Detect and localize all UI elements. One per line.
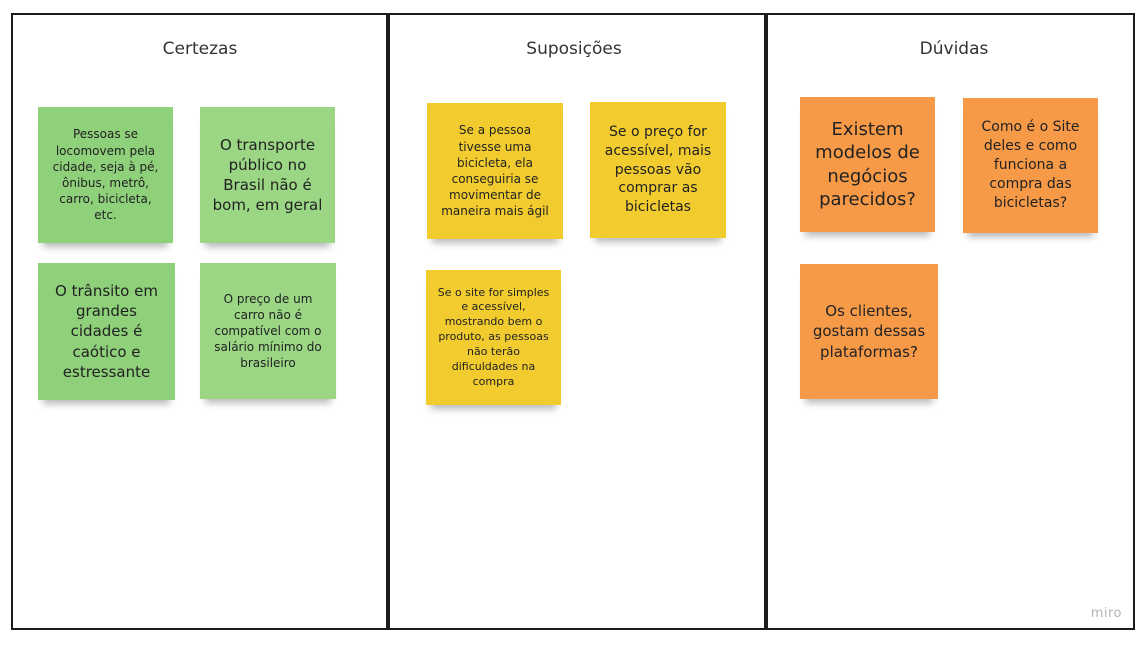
sticky-note-text: Como é o Site deles e como funciona a co… [981, 119, 1080, 211]
sticky-note[interactable]: Pessoas se locomovem pela cidade, seja à… [38, 107, 173, 243]
sticky-note-text: Se o site for simples e acessível, mostr… [437, 285, 550, 388]
sticky-note[interactable]: Se o preço for acessível, mais pessoas v… [590, 102, 726, 238]
sticky-note-text: Os clientes, gostam dessas plataformas? [812, 302, 926, 361]
sticky-note[interactable]: Como é o Site deles e como funciona a co… [963, 98, 1098, 233]
column-title-certezas: Certezas [162, 39, 238, 59]
sticky-note-text: Se a pessoa tivesse uma bicicleta, ela c… [441, 123, 549, 219]
sticky-note-text: Se o preço for acessível, mais pessoas v… [604, 123, 712, 216]
sticky-note[interactable]: O preço de um carro não é compatível com… [200, 263, 336, 399]
sticky-note[interactable]: Existem modelos de negócios parecidos? [800, 97, 935, 232]
sticky-note-text: O trânsito em grandes cidades é caótico … [55, 281, 158, 381]
sticky-note-text: Pessoas se locomovem pela cidade, seja à… [52, 127, 159, 223]
sticky-note[interactable]: Se a pessoa tivesse uma bicicleta, ela c… [427, 103, 563, 239]
column-title-duvidas: Dúvidas [919, 39, 989, 59]
sticky-note[interactable]: Se o site for simples e acessível, mostr… [426, 270, 561, 405]
miro-watermark: miro [1090, 606, 1122, 621]
sticky-note-text: Existem modelos de negócios parecidos? [815, 119, 920, 210]
column-title-suposicoes: Suposições [526, 39, 622, 59]
sticky-note[interactable]: O trânsito em grandes cidades é caótico … [38, 263, 175, 400]
sticky-note[interactable]: Os clientes, gostam dessas plataformas? [800, 264, 938, 399]
sticky-note-text: O preço de um carro não é compatível com… [214, 291, 322, 371]
sticky-note-text: O transporte público no Brasil não é bom… [212, 135, 323, 215]
sticky-note[interactable]: O transporte público no Brasil não é bom… [200, 107, 335, 243]
